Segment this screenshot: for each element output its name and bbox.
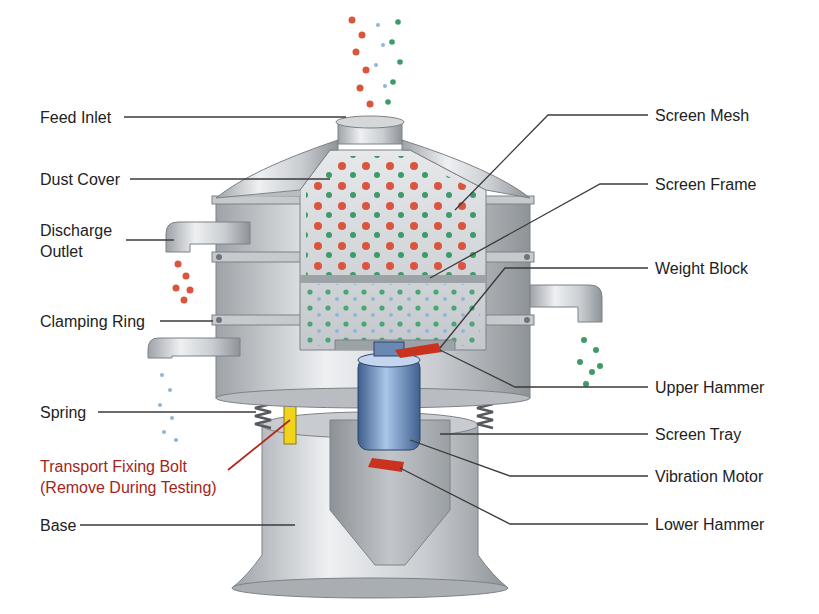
clamp-bolt — [524, 317, 530, 323]
discharge-outlet — [148, 338, 240, 358]
screen-mesh — [300, 275, 486, 283]
dust-cover — [216, 116, 530, 198]
clamp-bolt — [216, 254, 222, 260]
part-label: Screen Mesh — [655, 105, 749, 126]
base-foot — [232, 578, 508, 598]
particle — [170, 416, 174, 420]
feed-particles — [349, 17, 403, 108]
part-label: Lower Hammer — [655, 514, 764, 535]
part-label: Spring — [40, 402, 86, 423]
part-label: Base — [40, 515, 76, 536]
particle — [577, 359, 583, 365]
particle — [181, 297, 188, 304]
particle — [160, 373, 164, 377]
particle — [385, 99, 391, 105]
particle — [168, 388, 172, 392]
leader-line — [228, 420, 290, 470]
leader-line — [440, 268, 648, 348]
particle — [367, 101, 374, 108]
leader-line — [126, 239, 174, 240]
leader-line — [98, 411, 256, 412]
particle — [583, 381, 589, 387]
particle — [597, 363, 603, 369]
upper-hammer — [395, 343, 442, 358]
particle — [357, 85, 364, 92]
part-label: Feed Inlet — [40, 107, 111, 128]
particle — [162, 430, 166, 434]
body-cutaway — [300, 150, 486, 350]
particle — [381, 43, 385, 47]
particle — [353, 49, 360, 56]
particle — [581, 337, 587, 343]
discharge-outlets — [148, 222, 602, 358]
particle — [173, 285, 180, 292]
clamp-bolt — [524, 254, 530, 260]
discharge-outlet — [530, 285, 602, 322]
leader-line — [410, 440, 648, 476]
particle — [359, 32, 366, 39]
part-label: Discharge Outlet — [40, 220, 140, 262]
particle — [174, 438, 178, 442]
leader-line — [455, 115, 648, 210]
part-label: Clamping Ring — [40, 311, 145, 332]
lower-hammer — [368, 458, 404, 472]
leader-line — [400, 468, 648, 524]
part-label: Transport Fixing Bolt (Remove During Tes… — [40, 456, 240, 498]
leader-line — [430, 184, 648, 278]
part-label: Screen Frame — [655, 174, 756, 195]
particle — [376, 23, 380, 27]
cover-shell — [402, 140, 530, 198]
particle — [383, 84, 387, 88]
particle — [389, 39, 395, 45]
particle — [374, 63, 378, 67]
coarse-material — [306, 156, 480, 275]
motor-assembly — [358, 342, 442, 472]
part-label: Dust Cover — [40, 169, 120, 190]
particle — [593, 347, 599, 353]
discharge-outlet — [166, 222, 250, 252]
particle — [187, 287, 194, 294]
leader-line — [80, 524, 295, 525]
particle — [363, 67, 370, 74]
leader-line — [440, 433, 648, 434]
particle — [158, 403, 162, 407]
particle — [175, 261, 182, 268]
clamp-bolt — [216, 317, 222, 323]
inlet-rim — [336, 116, 404, 128]
leader-line — [130, 178, 330, 179]
particle — [397, 59, 403, 65]
outlet-particles — [158, 261, 603, 443]
leader-line — [124, 116, 346, 117]
cover-shell — [216, 140, 338, 198]
leader-line — [440, 350, 648, 387]
part-label: Weight Block — [655, 258, 748, 279]
particle — [349, 17, 356, 24]
part-label: Vibration Motor — [655, 466, 763, 487]
leader-line — [160, 320, 213, 321]
part-label: Upper Hammer — [655, 377, 764, 398]
vibration-motor — [358, 358, 420, 450]
particle — [183, 273, 190, 280]
particle — [390, 79, 396, 85]
fine-material — [306, 284, 480, 346]
particle — [395, 19, 401, 25]
particle — [589, 369, 595, 375]
part-label: Screen Tray — [655, 424, 741, 445]
